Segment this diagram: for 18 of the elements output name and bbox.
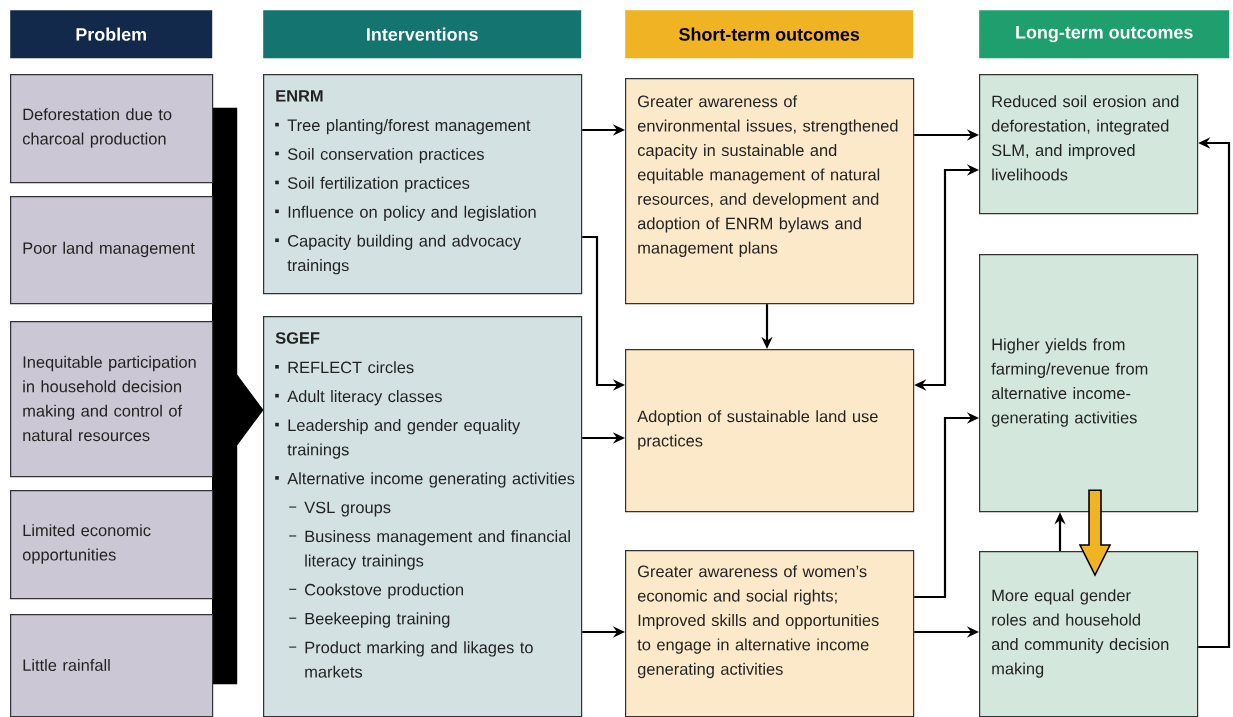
outcome-box: More equal gender roles and household and community decision making [979,551,1199,717]
outcome-box: Reduced soil erosion and deforestation, integrated SLM, and improved livelihoods [979,74,1199,215]
column-header: Short-term outcomes [625,10,914,59]
problem-box: Deforestation due to charcoal production [10,74,214,184]
problem-box: Limited economic opportunities [10,490,214,600]
column-header: Interventions [263,10,582,59]
outcome-box: Greater awareness of environmental issues, strengthened capacity in sustainable and equitable management of natural resources, and development and adoption of ENRM bylaws and management plans [625,78,915,305]
outcome-box: Adoption of sustainable land use practices [625,349,915,513]
outcome-box: Greater awareness of women’s economic and social rights; Improved skills and opportunities to engage in alternative income generating activities [625,550,915,717]
intervention-box: ENRM Tree planting/forest management Soil conservation practices Soil fertilization practices Influence on policy and legislation Capacity building and advocacy trainings [263,74,583,295]
outcome-box: Higher yields from farming/revenue from alternative income-generating activities [979,254,1199,513]
column-header: Problem [10,10,213,59]
problem-box: Little rainfall [10,614,214,717]
column-header: Long-term outcomes [979,10,1230,59]
block-arrow [1078,489,1112,577]
problem-box: Inequitable participation in household decision making and control of natural resources [10,321,214,478]
intervention-box: SGEF REFLECT circles Adult literacy classes Leadership and gender equality trainings Alternative income generating activities VSL groups Business management and financial literacy trainings Cookstove production Beekeeping training Product marking and likages to markets [263,316,583,717]
problem-box: Poor land management [10,196,214,305]
